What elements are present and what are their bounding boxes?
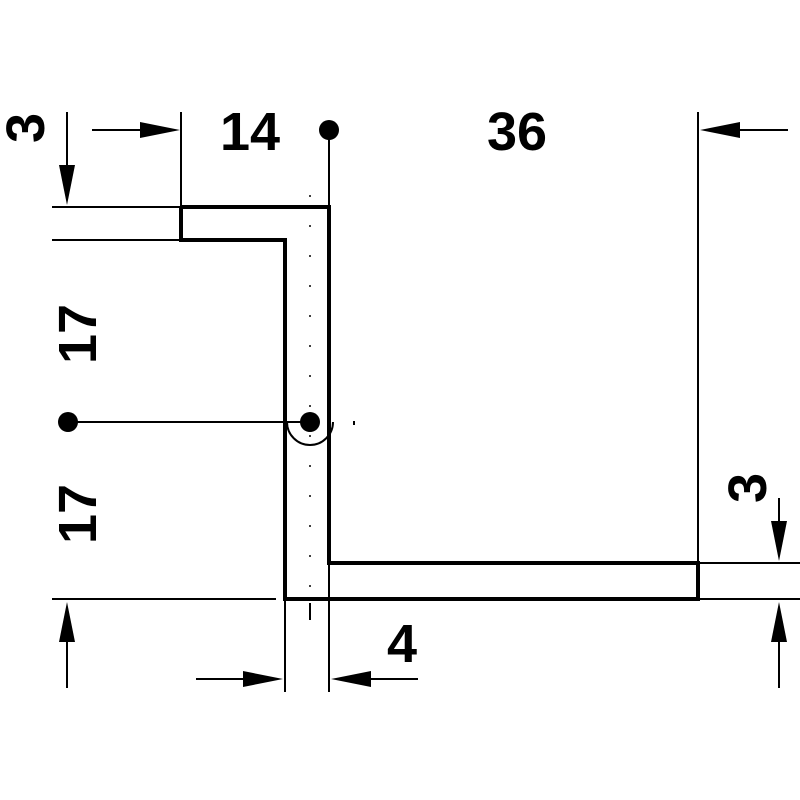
flange-width-arrow-head xyxy=(140,122,180,138)
base-thickness-arrow-head-bottom xyxy=(771,602,787,642)
pivot-dot xyxy=(300,412,320,432)
web-thickness-arrow-head-left xyxy=(243,671,283,687)
upper-height-label: 17 xyxy=(48,304,108,364)
lower-height-label: 17 xyxy=(48,484,108,544)
pivot-arc xyxy=(286,421,334,446)
top-thickness-label: 3 xyxy=(0,113,56,143)
web-thickness-label: 4 xyxy=(387,614,417,674)
web-thickness-arrow-head-right xyxy=(331,671,371,687)
top-thickness-arrow-head xyxy=(59,165,75,205)
profile-outline xyxy=(179,205,700,601)
lower-height-arrow-head xyxy=(59,602,75,642)
base-thickness-arrow-head-top xyxy=(771,521,787,561)
reference-dot-left xyxy=(58,412,78,432)
reference-dot-top xyxy=(319,120,339,140)
base-thickness-label: 3 xyxy=(718,473,778,503)
flange-width-label: 14 xyxy=(220,102,280,162)
span-width-arrow-head xyxy=(700,122,740,138)
span-width-label: 36 xyxy=(487,102,547,162)
